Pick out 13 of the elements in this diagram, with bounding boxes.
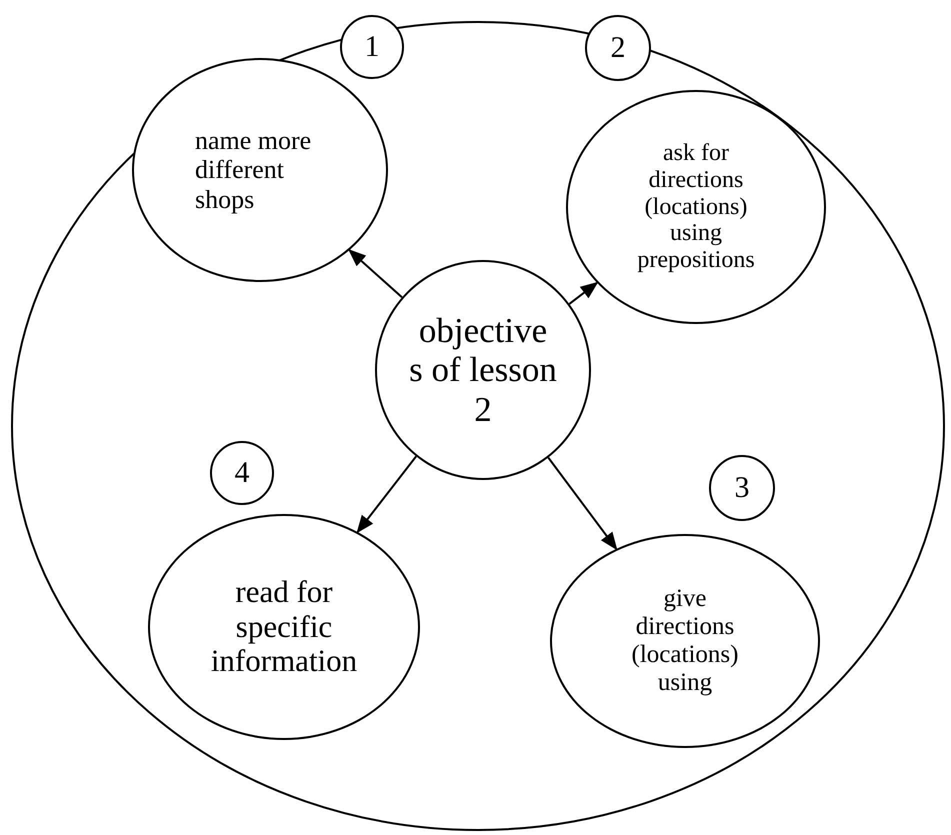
- node-text: give directions (locations) using: [630, 585, 740, 697]
- node-text: read for specific information: [210, 574, 358, 680]
- arrow: [356, 456, 417, 534]
- node-text: ask for directions (locations) using prepositions: [636, 140, 756, 274]
- node-text: 4: [234, 456, 250, 490]
- arrow: [568, 282, 598, 305]
- arrow: [348, 248, 403, 298]
- node-text: 2: [610, 31, 626, 65]
- node-text: objective s of lesson 2: [408, 311, 558, 429]
- node-text: 3: [734, 471, 750, 505]
- arrow: [548, 457, 618, 550]
- node-text: name more different shops: [195, 126, 312, 214]
- node-text: 1: [364, 30, 380, 64]
